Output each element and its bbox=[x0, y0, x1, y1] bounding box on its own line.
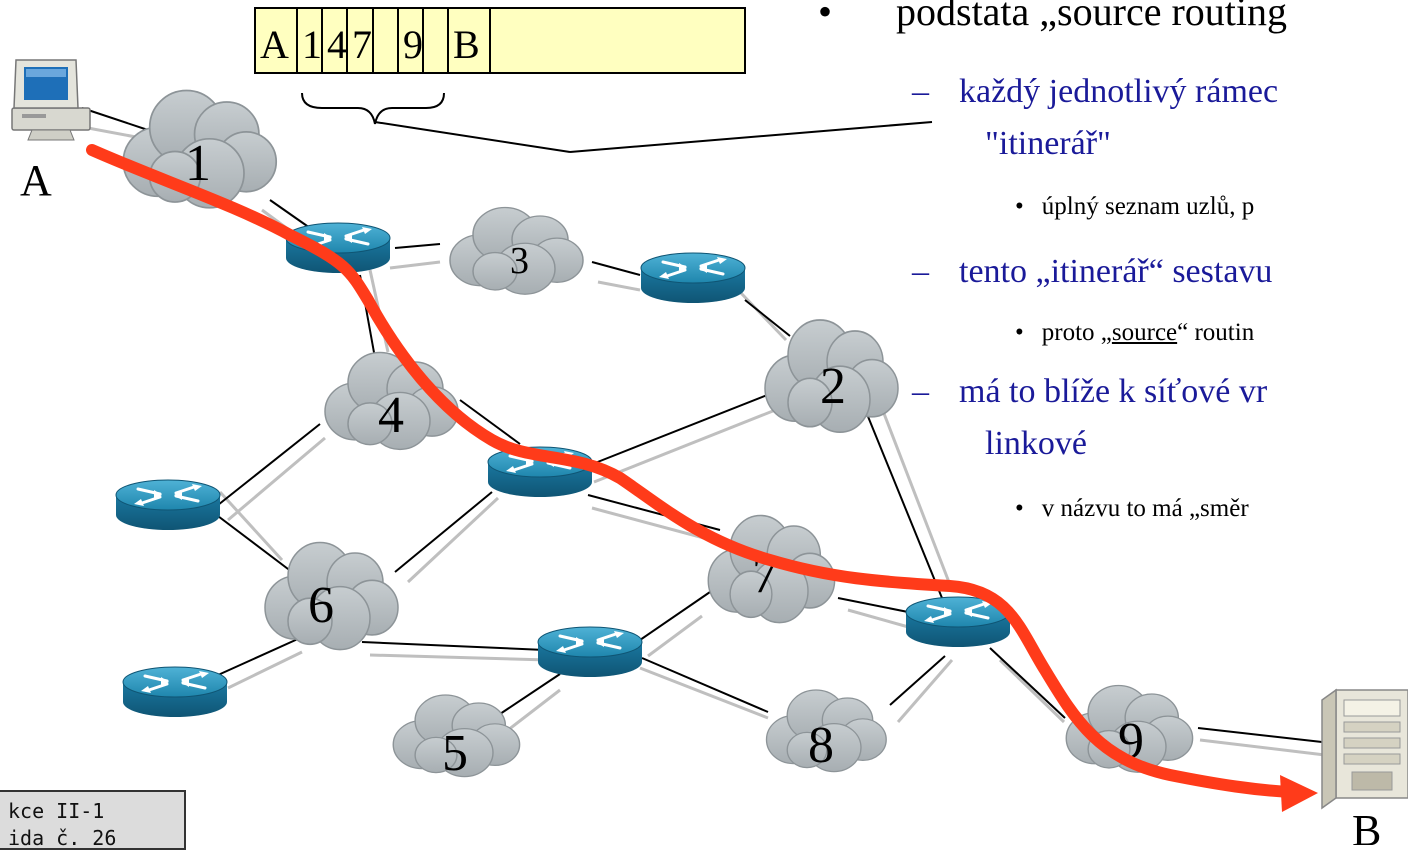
router-icon bbox=[639, 251, 747, 305]
bullet-text: v názvu to má „směr bbox=[1041, 495, 1249, 522]
frame-cell: 7 bbox=[352, 22, 372, 67]
server-icon bbox=[1321, 688, 1408, 810]
link-shadows bbox=[87, 126, 1326, 757]
bullet-level3: • úplný seznam uzlů, p bbox=[1015, 194, 1254, 219]
router-icon bbox=[121, 665, 229, 719]
bullet-dot: • bbox=[1015, 495, 1024, 522]
cloud-label: 3 bbox=[510, 240, 529, 282]
bullet-dot: • bbox=[818, 0, 833, 34]
bullet-dash: – bbox=[912, 73, 929, 110]
bullet-level2-cont: linkové bbox=[985, 425, 1087, 462]
bullet-text: každý jednotlivý rámec bbox=[959, 73, 1279, 110]
bullet-text-pre: proto „ bbox=[1041, 319, 1112, 346]
bullet-level3: • proto „source“ routin bbox=[1015, 320, 1254, 345]
host-a-label: A bbox=[20, 156, 52, 205]
bullet-level2: –tento „itinerář“ sestavu bbox=[912, 252, 1272, 291]
bullet-text-underlined: source bbox=[1111, 319, 1178, 346]
bullet-text: tento „itinerář“ sestavu bbox=[959, 253, 1273, 290]
bullet-dot: • bbox=[1015, 193, 1024, 220]
route-path bbox=[86, 144, 1318, 812]
cloud-label: 6 bbox=[308, 577, 334, 634]
router-icon bbox=[536, 625, 644, 679]
bullet-level2: –má to blíže k síťové vr bbox=[912, 372, 1267, 411]
frame-header: A 1 4 7 9 B bbox=[254, 7, 746, 74]
bullet-text: má to blíže k síťové vr bbox=[959, 373, 1268, 410]
arrow-head-icon bbox=[1280, 775, 1318, 812]
frame-cell-dst: B bbox=[453, 22, 480, 67]
cloud-label: 8 bbox=[808, 717, 834, 774]
link-lines bbox=[81, 107, 1323, 743]
bullet-dot: • bbox=[1015, 319, 1024, 346]
cloud-label: 4 bbox=[378, 387, 404, 444]
bullet-dash: – bbox=[912, 253, 929, 290]
bullet-level1: • podstata „source routing bbox=[818, 0, 1287, 32]
itinerary-brace bbox=[301, 92, 445, 125]
node-labels: 1 2 3 4 5 6 7 8 9 A B bbox=[20, 135, 1381, 845]
frame-cell: 9 bbox=[403, 22, 423, 67]
bullet-text-post: “ routin bbox=[1177, 319, 1255, 346]
footer-line1: kce II-1 bbox=[8, 799, 105, 823]
cloud-label: 2 bbox=[820, 358, 846, 415]
router-icon bbox=[114, 478, 222, 532]
frame-cell: 1 bbox=[302, 22, 322, 67]
frame-cell-src: A bbox=[260, 22, 289, 67]
footer-line2: ida č. 26 bbox=[8, 826, 117, 850]
cloud-label: 1 bbox=[185, 135, 211, 192]
bullet-text: úplný seznam uzlů, p bbox=[1041, 193, 1255, 220]
cloud-label: 5 bbox=[442, 725, 468, 782]
bullet-level2: –každý jednotlivý rámec bbox=[912, 72, 1278, 111]
bullet-level3: • v názvu to má „směr bbox=[1015, 496, 1249, 521]
routers bbox=[114, 221, 1012, 719]
frame-cell: 4 bbox=[327, 22, 347, 67]
host-b-label: B bbox=[1352, 806, 1381, 845]
bullet-text: podstata „source routing bbox=[896, 0, 1287, 34]
bullet-level2-cont: "itinerář" bbox=[985, 125, 1111, 162]
slide-footer: kce II-1 ida č. 26 bbox=[0, 790, 186, 850]
computer-icon bbox=[11, 59, 91, 141]
bullet-dash: – bbox=[912, 373, 929, 410]
